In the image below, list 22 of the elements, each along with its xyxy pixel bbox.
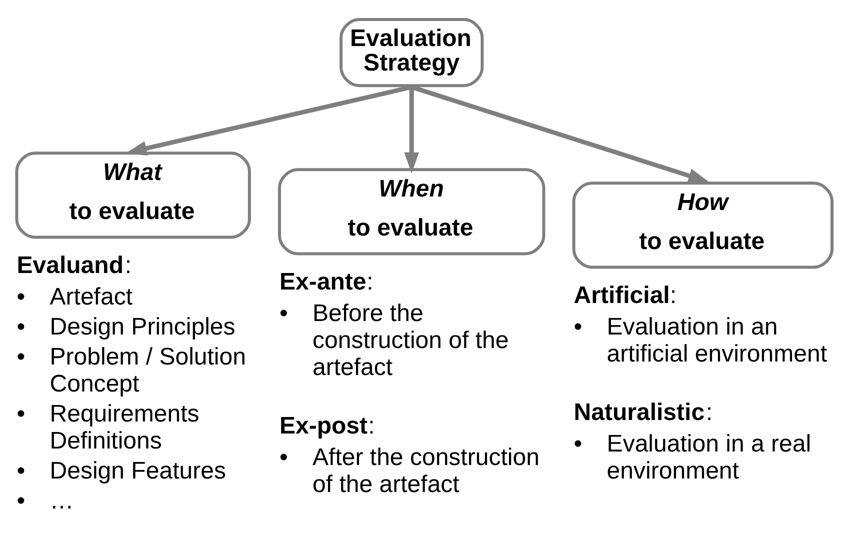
node-label: Artificial: bbox=[574, 281, 677, 308]
node-label: • Design Principles bbox=[16, 313, 236, 340]
node-label: • … bbox=[16, 487, 74, 514]
node-label: • Evaluation in a real environment bbox=[574, 430, 812, 484]
node-box: How to evaluate bbox=[572, 181, 834, 268]
node-label: Evaluand: bbox=[16, 251, 132, 278]
node-label: • Artefact bbox=[16, 282, 133, 310]
node-label: • Design Features bbox=[16, 457, 226, 484]
node-label: • Evaluation in an artificial environment bbox=[574, 313, 828, 368]
node-label: • Problem / Solution Concept bbox=[16, 343, 246, 398]
node-label: Ex-ante: bbox=[279, 268, 374, 295]
arrow bbox=[126, 84, 412, 156]
arrow bbox=[404, 86, 419, 173]
node-box: What to evaluate bbox=[15, 151, 251, 238]
node-box: Evaluation Strategy bbox=[340, 18, 484, 87]
node-label: Ex-post: bbox=[279, 412, 375, 440]
node-label: • Requirements Definitions bbox=[16, 400, 200, 454]
node-box: When to evaluate bbox=[278, 168, 546, 255]
node-label: • Before the construction of the artefact bbox=[279, 300, 509, 381]
node-label: • After the construction of the artefact bbox=[279, 444, 540, 498]
arrow bbox=[410, 84, 710, 182]
node-label: Naturalistic: bbox=[574, 398, 713, 426]
